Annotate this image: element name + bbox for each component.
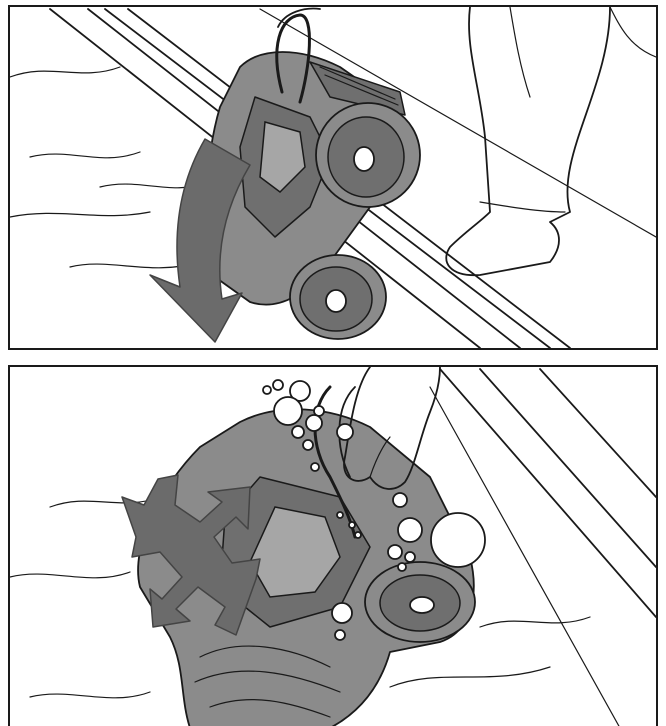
shake-robot-drawing xyxy=(10,367,656,726)
robot-wheel-rear xyxy=(290,255,386,339)
illustration-panel-shake-robot xyxy=(8,365,658,726)
robot-wheel-front xyxy=(316,103,420,207)
lift-robot-drawing xyxy=(10,7,656,348)
robot-wheel xyxy=(365,562,475,642)
illustration-panel-lift-robot xyxy=(8,5,658,350)
